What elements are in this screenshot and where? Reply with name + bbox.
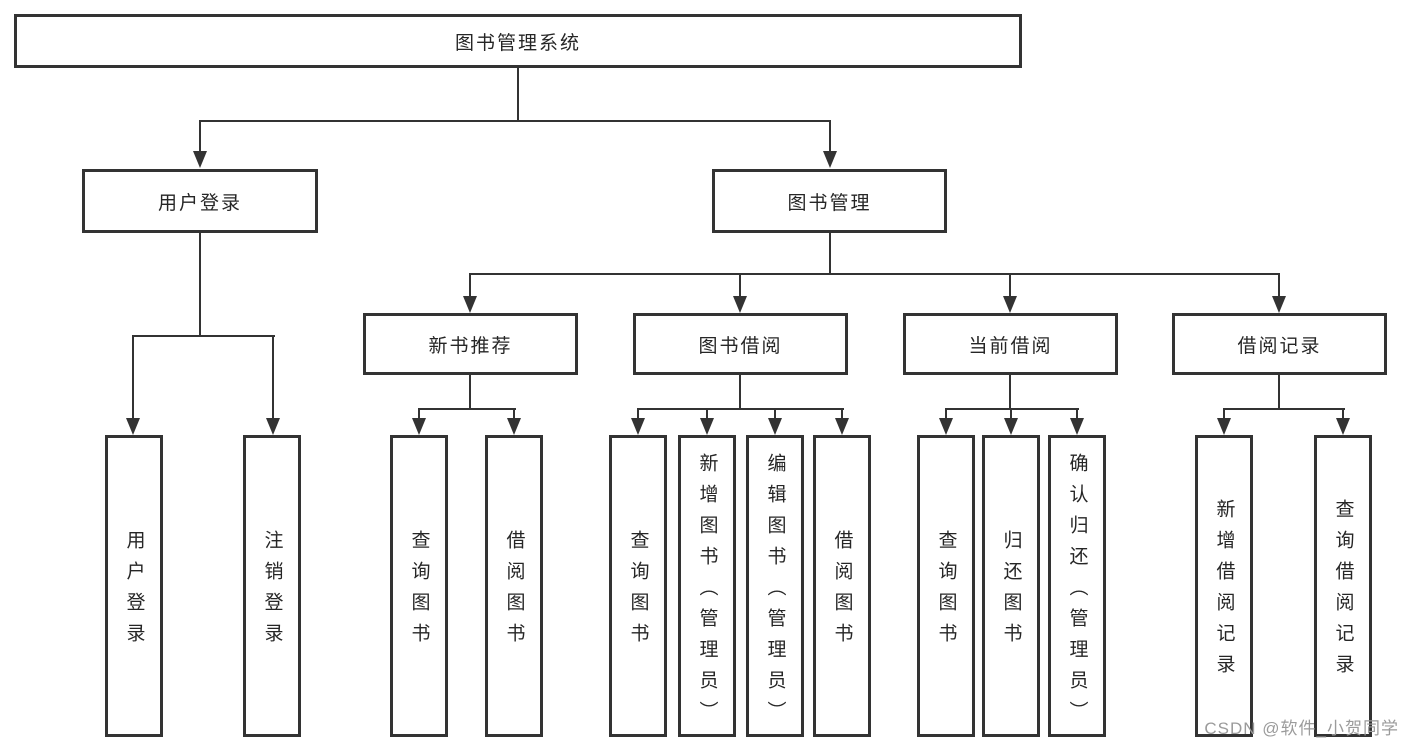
connector-line (132, 335, 275, 337)
connector-line (774, 408, 776, 420)
leaf-query-books-current: 查询图书 (917, 435, 975, 737)
node-book-borrow-label: 图书借阅 (698, 335, 783, 357)
leaf-query-books-recommend-label: 查询图书 (408, 530, 430, 654)
arrowhead-down-icon (266, 418, 280, 435)
node-borrow-records: 借阅记录 (1172, 313, 1387, 375)
leaf-confirm-return-admin-label: 确认归还（管理员） (1066, 452, 1088, 732)
connector-line (637, 408, 639, 420)
connector-line (637, 408, 844, 410)
arrowhead-down-icon (463, 296, 477, 313)
node-user-login-label: 用户登录 (157, 192, 242, 214)
connector-line (272, 335, 274, 420)
node-user-login: 用户登录 (82, 169, 318, 233)
connector-line (841, 408, 843, 420)
leaf-logout: 注销登录 (243, 435, 301, 737)
connector-line (739, 375, 741, 409)
connector-line (1010, 408, 1012, 420)
node-library-system: 图书管理系统 (14, 14, 1022, 68)
connector-line (1009, 375, 1011, 409)
arrowhead-down-icon (1004, 418, 1018, 435)
arrowhead-down-icon (1272, 296, 1286, 313)
leaf-borrow-books-recommend-label: 借阅图书 (503, 530, 525, 654)
arrowhead-down-icon (1217, 418, 1231, 435)
leaf-add-borrow-record-label: 新增借阅记录 (1213, 499, 1235, 685)
connector-line (1076, 408, 1078, 420)
leaf-user-login-label: 用户登录 (123, 530, 145, 654)
connector-line (517, 68, 519, 121)
connector-line (945, 408, 1079, 410)
arrowhead-down-icon (733, 296, 747, 313)
connector-line (469, 273, 471, 297)
connector-line (739, 273, 741, 297)
connector-line (1223, 408, 1225, 420)
connector-line (132, 335, 134, 420)
leaf-user-login: 用户登录 (105, 435, 163, 737)
leaf-edit-book-admin: 编辑图书（管理员） (746, 435, 804, 737)
node-borrow-records-label: 借阅记录 (1237, 335, 1322, 357)
connector-line (418, 408, 516, 410)
arrowhead-down-icon (1070, 418, 1084, 435)
node-book-borrow: 图书借阅 (633, 313, 848, 375)
connector-line (513, 408, 515, 420)
arrowhead-down-icon (631, 418, 645, 435)
connector-line (469, 273, 1280, 275)
arrowhead-down-icon (823, 151, 837, 168)
connector-line (469, 375, 471, 409)
leaf-borrow-books-recommend: 借阅图书 (485, 435, 543, 737)
csdn-watermark: CSDN @软件_小贺同学 (1204, 719, 1399, 738)
connector-line (829, 120, 831, 153)
node-book-management: 图书管理 (712, 169, 947, 233)
arrowhead-down-icon (1336, 418, 1350, 435)
leaf-return-book: 归还图书 (982, 435, 1040, 737)
connector-line (829, 233, 831, 275)
leaf-add-book-admin: 新增图书（管理员） (678, 435, 736, 737)
leaf-edit-book-admin-label: 编辑图书（管理员） (764, 452, 786, 732)
leaf-return-book-label: 归还图书 (1000, 530, 1022, 654)
leaf-add-borrow-record: 新增借阅记录 (1195, 435, 1253, 737)
connector-line (1278, 375, 1280, 409)
arrowhead-down-icon (768, 418, 782, 435)
arrowhead-down-icon (193, 151, 207, 168)
leaf-query-borrow-record: 查询借阅记录 (1314, 435, 1372, 737)
leaf-borrow-books: 借阅图书 (813, 435, 871, 737)
leaf-query-borrow-record-label: 查询借阅记录 (1332, 499, 1354, 685)
connector-line (1278, 273, 1280, 297)
node-current-borrow: 当前借阅 (903, 313, 1118, 375)
arrowhead-down-icon (835, 418, 849, 435)
leaf-query-books-borrow-label: 查询图书 (627, 530, 649, 654)
node-new-book-recommend-label: 新书推荐 (428, 335, 513, 357)
arrowhead-down-icon (700, 418, 714, 435)
leaf-query-books-current-label: 查询图书 (935, 530, 957, 654)
connector-line (945, 408, 947, 420)
arrowhead-down-icon (507, 418, 521, 435)
arrowhead-down-icon (126, 418, 140, 435)
connector-line (1009, 273, 1011, 297)
leaf-logout-label: 注销登录 (261, 530, 283, 654)
leaf-query-books-borrow: 查询图书 (609, 435, 667, 737)
connector-line (199, 120, 831, 122)
node-new-book-recommend: 新书推荐 (363, 313, 578, 375)
connector-line (199, 120, 201, 153)
leaf-borrow-books-label: 借阅图书 (831, 530, 853, 654)
arrowhead-down-icon (412, 418, 426, 435)
connector-line (1342, 408, 1344, 420)
connector-line (706, 408, 708, 420)
leaf-confirm-return-admin: 确认归还（管理员） (1048, 435, 1106, 737)
node-book-management-label: 图书管理 (787, 192, 872, 214)
connector-line (1223, 408, 1345, 410)
arrowhead-down-icon (939, 418, 953, 435)
node-library-system-label: 图书管理系统 (454, 32, 581, 54)
node-current-borrow-label: 当前借阅 (968, 335, 1053, 357)
connector-line (199, 233, 201, 336)
connector-line (418, 408, 420, 420)
leaf-add-book-admin-label: 新增图书（管理员） (696, 452, 718, 732)
leaf-query-books-recommend: 查询图书 (390, 435, 448, 737)
arrowhead-down-icon (1003, 296, 1017, 313)
